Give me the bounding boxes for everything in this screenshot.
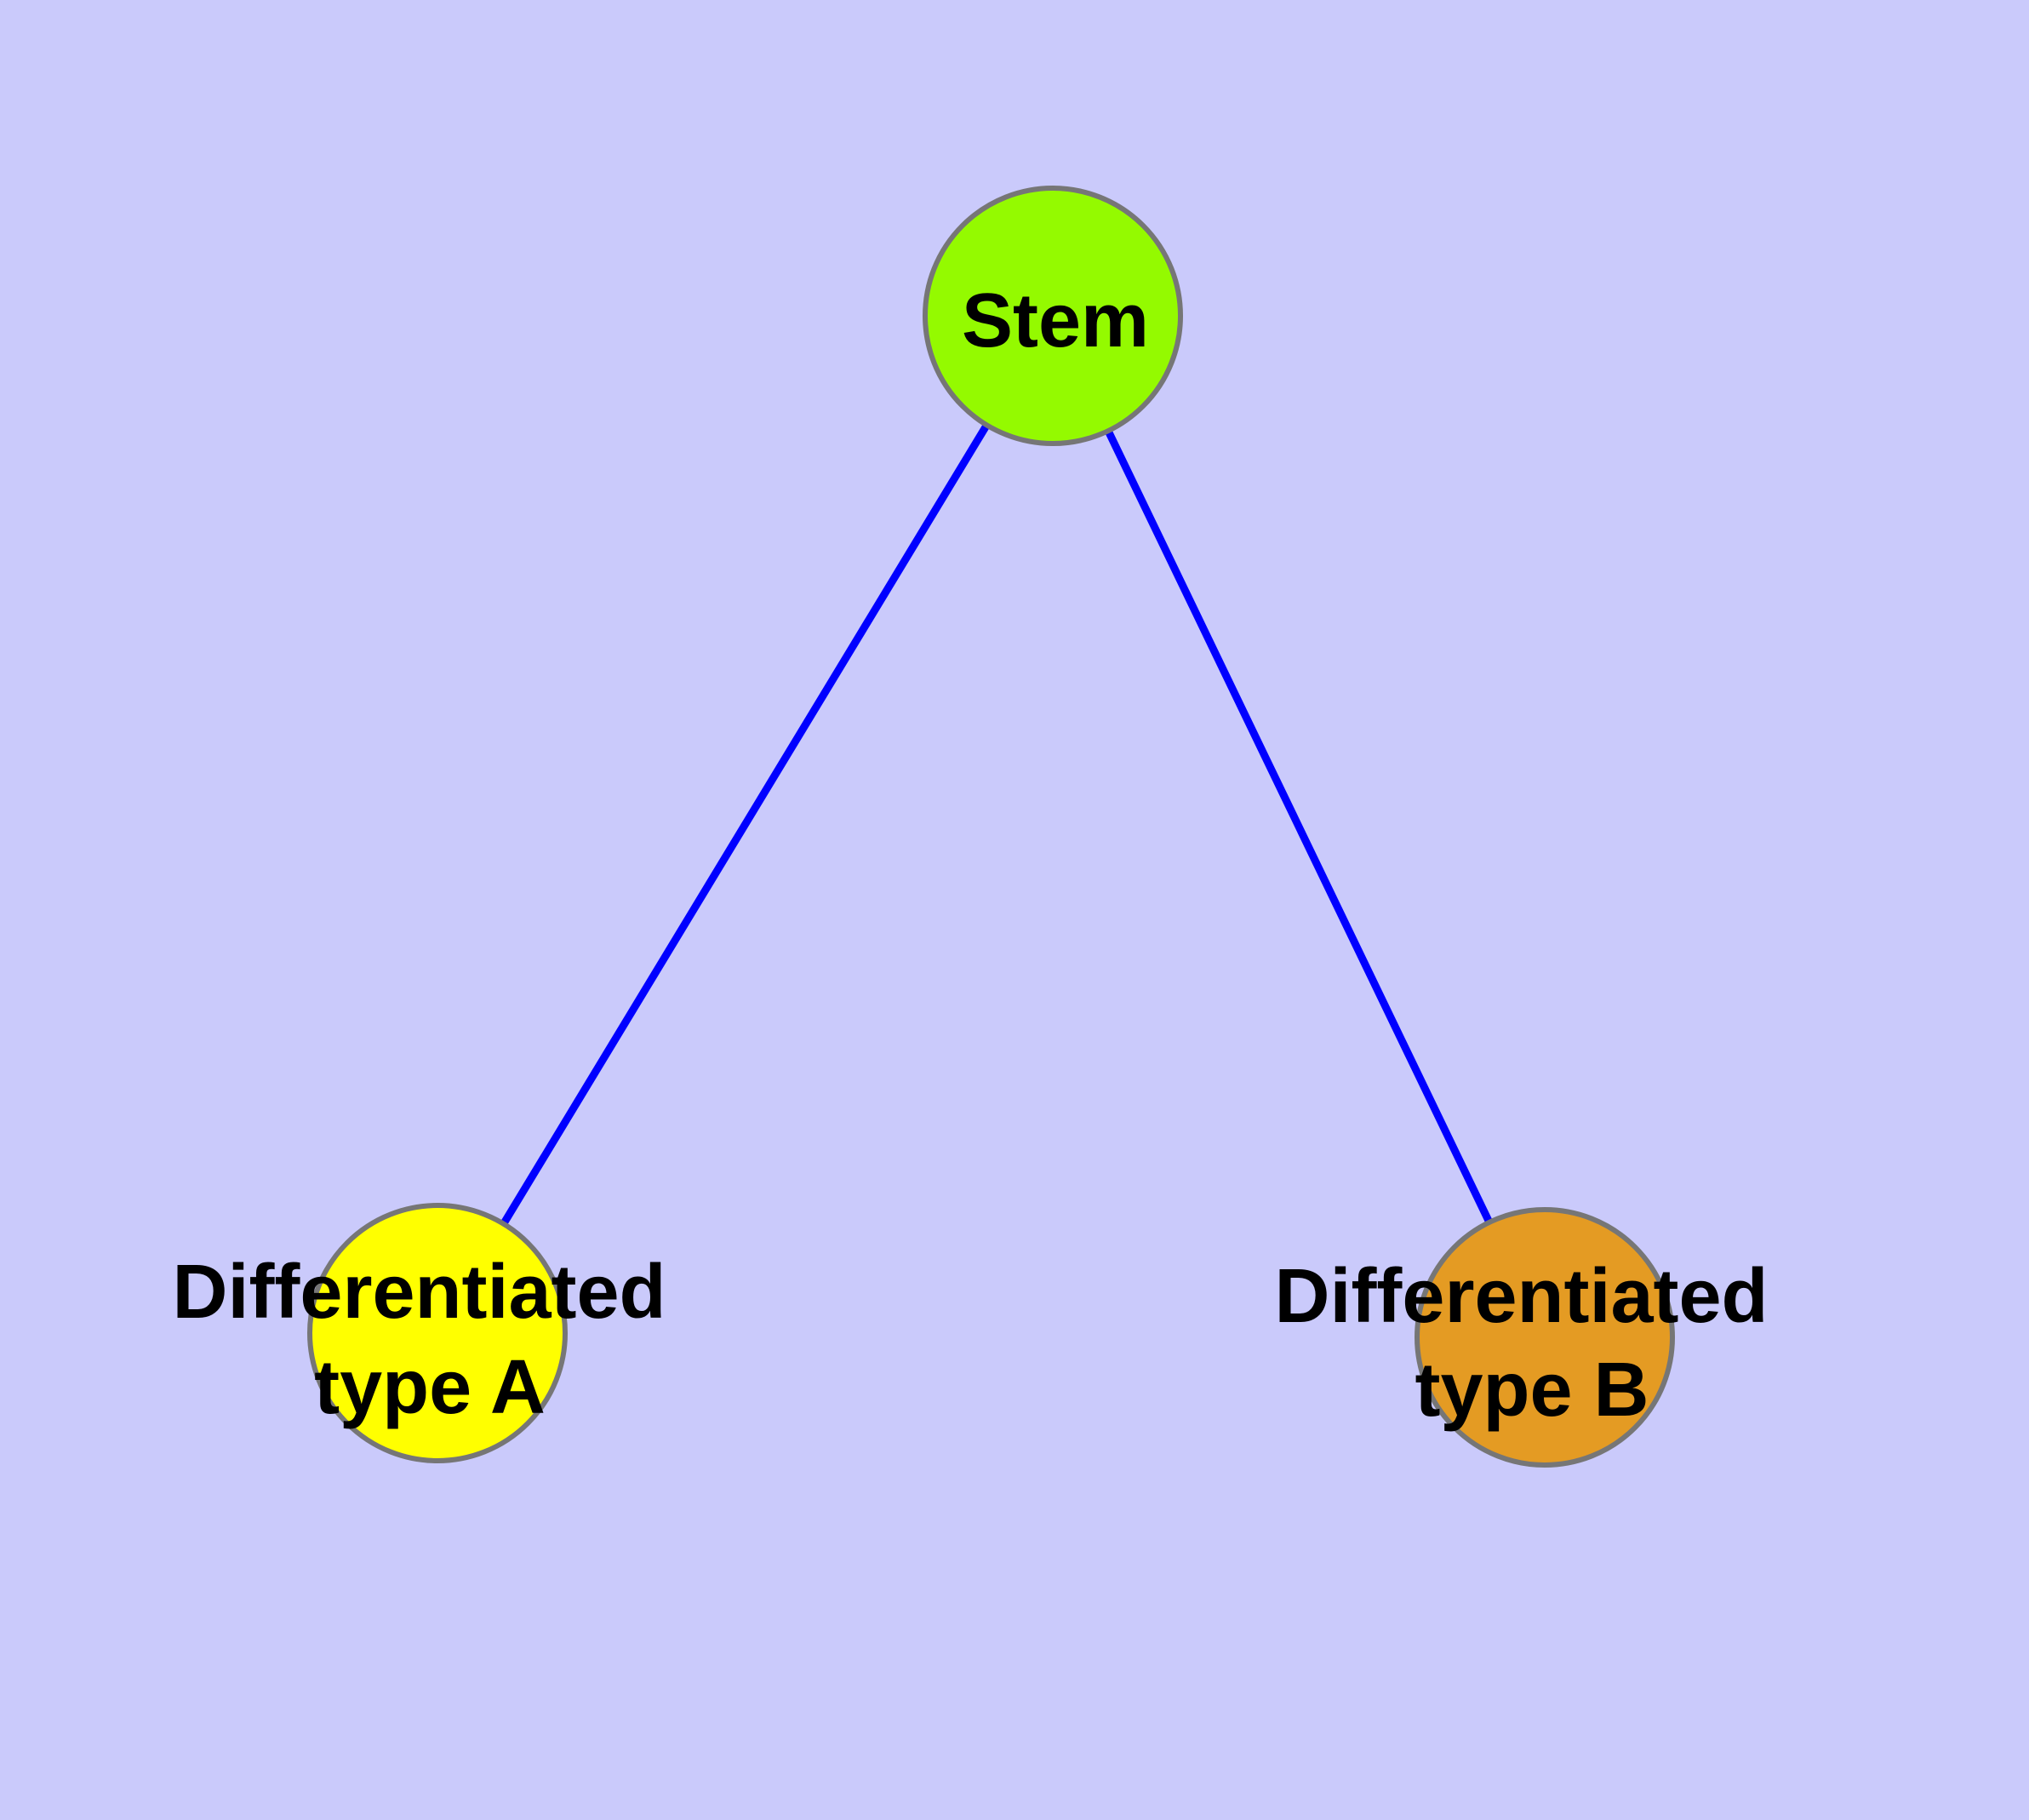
node-differentiated-type-a <box>307 1203 568 1463</box>
node-differentiated-type-b-label-line2: type B <box>1415 1348 1649 1433</box>
edge-stem-to-type-b <box>1049 314 1549 1339</box>
node-differentiated-type-a-label-line1: Differentiated <box>172 1250 666 1335</box>
node-differentiated-type-b-label: Differentiated type B <box>1274 1254 1789 1433</box>
node-differentiated-type-a-label: Differentiated type A <box>172 1250 687 1430</box>
node-differentiated-type-b-label-line1: Differentiated <box>1274 1254 1768 1339</box>
node-differentiated-type-a-label-line2: type A <box>314 1345 546 1430</box>
node-stem <box>923 186 1183 446</box>
node-differentiated-type-b <box>1415 1207 1675 1468</box>
node-stem-label: Stem <box>962 278 1149 363</box>
edge-stem-to-type-a <box>434 313 1056 1336</box>
node-stem-label-line: Stem <box>962 278 1149 363</box>
